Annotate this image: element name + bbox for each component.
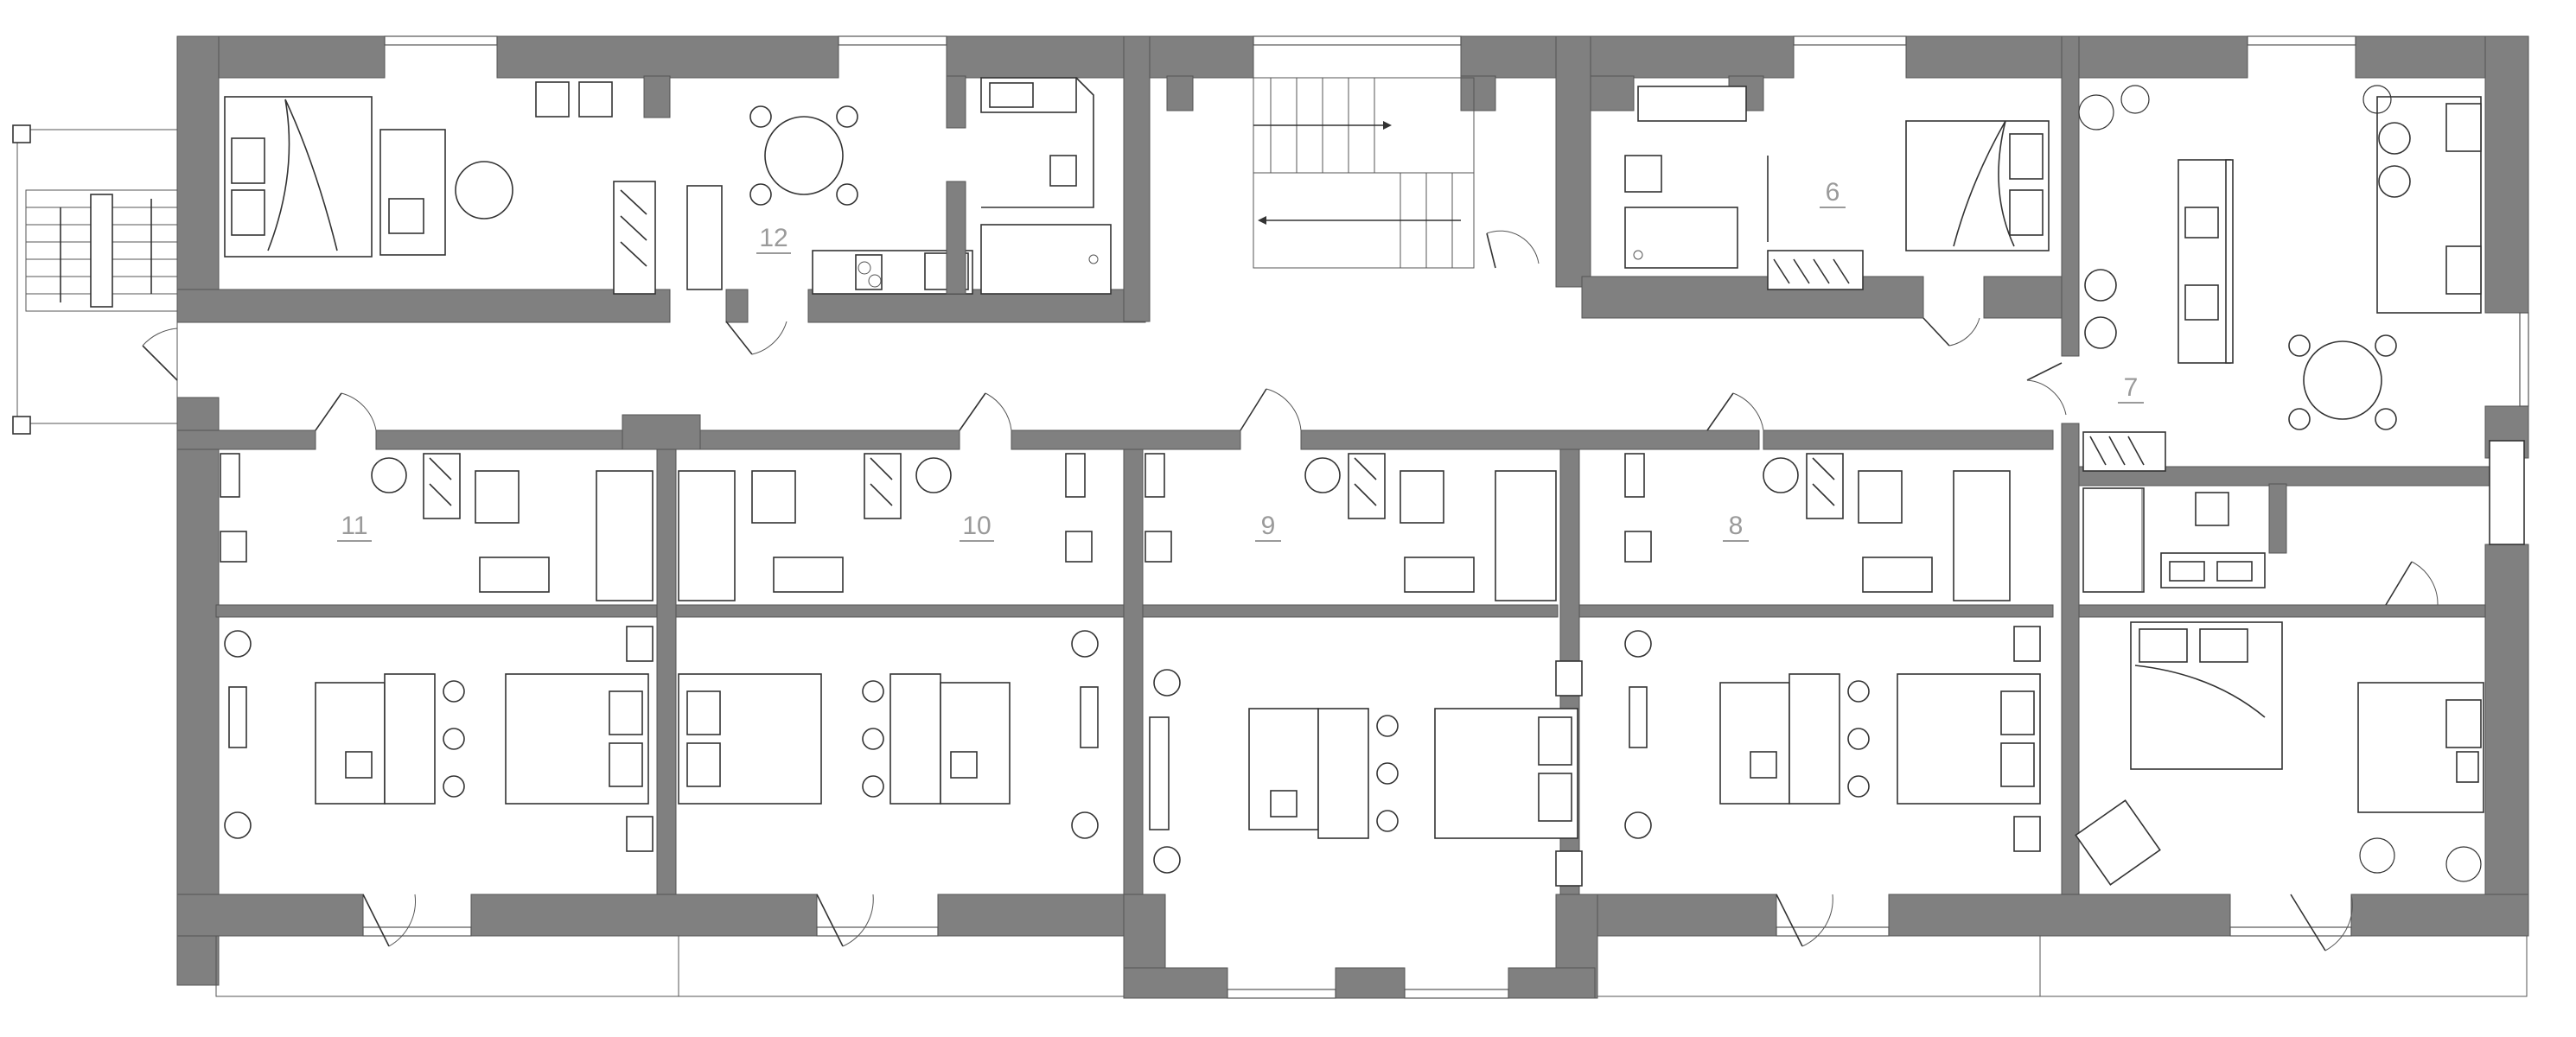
room-8-furniture bbox=[1624, 453, 2041, 852]
room-6-furniture bbox=[1624, 86, 2050, 290]
room-6-number: 6 bbox=[1826, 178, 1840, 207]
room-11-number: 11 bbox=[341, 512, 367, 540]
entry-stair bbox=[25, 189, 178, 312]
room-8-number: 8 bbox=[1729, 512, 1744, 540]
room-10-furniture bbox=[678, 453, 1099, 839]
room-12-furniture bbox=[224, 81, 973, 295]
balcony-lines bbox=[12, 124, 2528, 997]
windows bbox=[362, 35, 2529, 999]
room-9-number: 9 bbox=[1261, 512, 1276, 540]
walls bbox=[176, 35, 2529, 999]
doors bbox=[142, 230, 2439, 951]
room-11-furniture bbox=[220, 453, 654, 852]
room-12-number: 12 bbox=[759, 224, 787, 252]
room-7-number: 7 bbox=[2124, 373, 2139, 402]
room-labels: 6 7 8 9 10 11 12 bbox=[337, 178, 2144, 542]
room-7-bath-bed bbox=[2075, 483, 2484, 886]
room-10-number: 10 bbox=[962, 512, 991, 540]
room-7-furniture bbox=[2078, 85, 2525, 545]
room-9-furniture bbox=[1145, 453, 1583, 887]
central-stair bbox=[1253, 77, 1475, 269]
room-12-bath bbox=[946, 75, 1112, 295]
